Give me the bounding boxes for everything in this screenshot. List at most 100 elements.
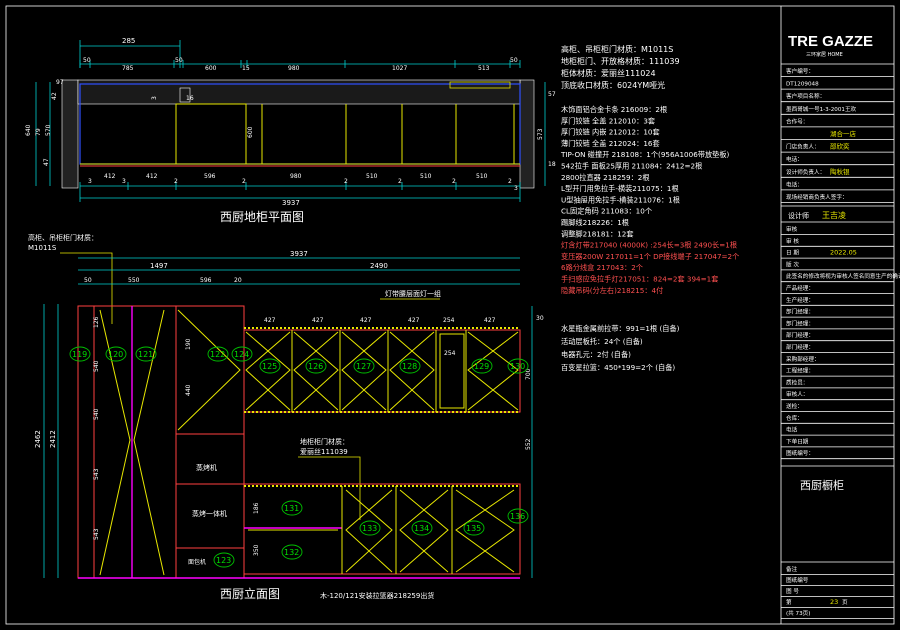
tb-label: 部门经理： (786, 343, 814, 351)
elev-right-dim-1: 700 (525, 368, 532, 380)
cabinet-tag-126: 126 (308, 362, 323, 371)
inner-dim-9: 190 (185, 338, 192, 350)
cabinet-tag-119: 119 (72, 350, 87, 359)
cabinet-tag-134: 134 (414, 524, 429, 533)
plan-bottom-dim-7: 980 (290, 173, 302, 180)
elevation-note: 木-120/121安装拉篮器218259出货 (320, 591, 434, 600)
tb-label: 送检： (786, 402, 803, 410)
hardware-item: 木饰面铝合金卡条 216009：2根 (561, 105, 667, 114)
cabinet-tag-136: 136 (510, 512, 525, 521)
plan-left-dim-1: 42 (51, 92, 58, 100)
plan-top-dim-4: 600 (205, 65, 217, 72)
tb-label: 电话： (786, 155, 803, 163)
tb-label: 图纸编号： (786, 449, 814, 457)
cabinet-tag-128: 128 (402, 362, 417, 371)
hardware-item: 厚门铰链 内嵌 212012：10套 (561, 128, 660, 137)
plan-bottom-dim-12: 2 (452, 178, 456, 185)
tb-value: 2022.05 (830, 249, 857, 257)
elev-top-dim-5: 596 (200, 277, 212, 284)
cabinet-tag-133: 133 (362, 524, 377, 533)
upper-width-4: 427 (360, 317, 372, 324)
tb-label: 部门经理： (786, 331, 814, 339)
label-steam-oven2: 蒸烤一体机 (192, 509, 227, 518)
plan-right-dim-0: 57 (548, 91, 556, 98)
plan-top-dim-7: 1027 (392, 65, 407, 72)
cabinet-tag-122: 122 (210, 350, 225, 359)
plan-mid-dim-0: 600 (247, 126, 254, 138)
notes-panel: 高柜、吊柜柜门材质：M1011S 地柜柜门、开放格材质：111039 柜体材质：… (560, 44, 739, 372)
tb-label: 日 期 (786, 250, 799, 257)
plan-view: 285 50 785 50 600 15 980 1027 513 50 (25, 37, 556, 224)
upper-width-2: 427 (312, 317, 324, 324)
cabinet-tag-124: 124 (234, 350, 249, 359)
tb-label: 仓库： (786, 414, 803, 422)
tb-label: 审 核 (786, 237, 799, 245)
material-2: 柜体材质：爱丽丝111024 (561, 68, 656, 78)
upper-material-label: 高柜、吊柜柜门材质： (28, 233, 98, 242)
tb-label: 合作号： (786, 117, 808, 125)
plan-title: 西厨地柜平面图 (220, 210, 304, 224)
tb-label: (共 73页) (786, 609, 810, 617)
elev-top-dim-0: 3937 (290, 250, 308, 258)
tb-label: 审核人： (786, 390, 808, 398)
brand-logo: TRE GAZZE (788, 33, 873, 50)
hardware-item: 隐藏吊码(分左右)218215：4付 (561, 286, 663, 295)
hardware-item: 踢脚线218226：1根 (561, 218, 629, 227)
light-note: 灯带腰层面灯一组 (385, 289, 441, 298)
inner-dim-0: 126 (93, 316, 100, 328)
plan-top-dim-3: 50 (175, 57, 183, 64)
tb-label: 墨西哥城一号1-3-2001王欢 (786, 105, 857, 113)
cabinet-tag-127: 127 (356, 362, 371, 371)
plan-mid-dim-1: 16 (186, 95, 194, 102)
hardware-item: CL固定角码 211083：10个 (561, 207, 652, 216)
plan-left-dim-2: 570 (45, 124, 52, 136)
hardware-item: 手扫感应免拉手灯217051：824=2套 394=1套 (561, 275, 718, 284)
elev-top-dim-6: 20 (234, 277, 242, 284)
accessories-list: 水星瓶金属前拉带：991=1根 (自备)活动层板托：24个 (自备)电器孔元：2… (561, 324, 680, 372)
tb-label: 生产经理： (786, 296, 814, 304)
tb-value: 湖合一店 (830, 129, 857, 138)
cabinet-tag-120: 120 (108, 350, 123, 359)
inner-dim-1: 540 (93, 360, 100, 372)
cabinet-tag-131: 131 (284, 504, 299, 513)
material-1: 地柜柜门、开放格材质：111039 (561, 56, 680, 66)
plan-left-dim-0: 97 (56, 79, 64, 86)
tb-label: 下单日期 (786, 437, 809, 445)
upper-width-0: 427 (264, 317, 276, 324)
inner-dim-6: 543 (93, 468, 100, 480)
left-wall-hatch (61, 79, 79, 189)
plan-top-dim-9: 50 (510, 57, 518, 64)
plan-left-dim-5: 640 (25, 124, 32, 136)
tb-suffix: 页 (842, 599, 848, 606)
inner-dim-7: 543 (93, 528, 100, 540)
elev-top-dim-1: 1497 (150, 262, 168, 270)
lower-material-label: 地柜柜门材质： (300, 437, 349, 446)
plan-bottom-dim-9: 510 (366, 173, 378, 180)
hardware-item: 542拉手 面板25厚用 211084：2412=2根 (561, 162, 702, 171)
designer-label: 设计师 (788, 211, 809, 220)
tb-label: 部门经理： (786, 308, 814, 316)
inner-dim-2: 540 (93, 408, 100, 420)
plan-bottom-dim-13: 510 (476, 173, 488, 180)
plan-top-dim-2: 785 (122, 65, 134, 72)
hardware-item: 变压器200W 217011=1个 DP接线端子 217047=2个 (561, 252, 739, 261)
plan-bottom-dim-11: 510 (420, 173, 432, 180)
elevation-view: 高柜、吊柜柜门材质： M1011S 3937 1497 2490 50 550 … (28, 233, 544, 601)
upper-width-7: 254 (443, 317, 455, 324)
plan-top-dim-1: 50 (83, 57, 91, 64)
tb-label: 采购部经理： (786, 355, 820, 363)
cabinet-tags: 119 120 121 122 124 125 126 127 128 129 … (69, 346, 529, 568)
tb-label: 此签名的修改将视为审核人签名同意生产的确认 (786, 272, 900, 280)
plan-top-dim-5: 15 (242, 65, 250, 72)
tb-label: 客户项目名称： (786, 92, 825, 100)
brand-subtitle: 三环家居 HOME (806, 51, 843, 58)
plan-bottom-dim-14: 2 (508, 178, 512, 185)
upper-material-value: M1011S (28, 244, 57, 252)
plan-bottom-dim-10: 2 (398, 178, 402, 185)
plan-total-dim: 3937 (282, 199, 300, 207)
tb-label: 备注 (786, 565, 798, 573)
elevation-title: 西厨立面图 (220, 586, 280, 601)
label-microwave: 面包机 (188, 558, 206, 566)
plan-left-dim-4: 79 (35, 128, 42, 136)
